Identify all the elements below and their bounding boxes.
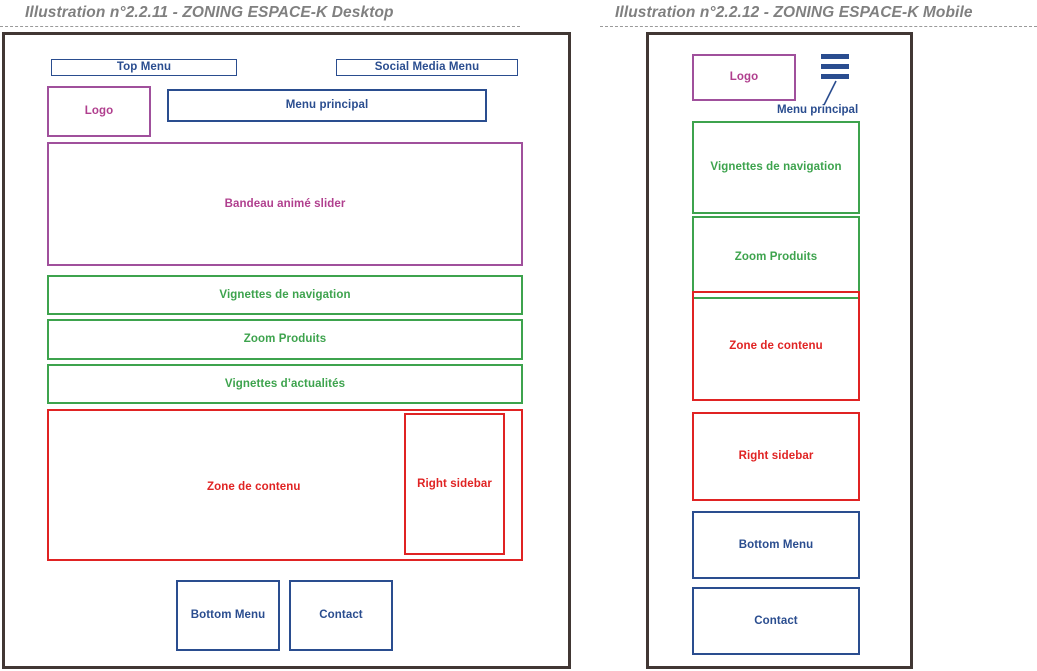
desktop-logo-box[interactable]: Logo [47, 86, 151, 137]
desktop-zone-contenu-box[interactable]: Zone de contenu [47, 409, 523, 561]
desktop-top-menu-box[interactable]: Top Menu [51, 59, 237, 76]
desktop-menu-principal-label: Menu principal [285, 99, 369, 112]
desktop-contact-label: Contact [319, 609, 363, 622]
desktop-social-media-menu-label: Social Media Menu [374, 61, 480, 74]
desktop-vignettes-navigation-box[interactable]: Vignettes de navigation [47, 275, 523, 315]
desktop-zoom-produits-box[interactable]: Zoom Produits [47, 319, 523, 360]
desktop-right-sidebar-box[interactable]: Right sidebar [404, 413, 505, 555]
mobile-zone-contenu-box[interactable]: Zone de contenu [692, 291, 860, 401]
mobile-zone-contenu-label: Zone de contenu [729, 339, 823, 352]
mobile-right-sidebar-label: Right sidebar [738, 450, 814, 463]
mobile-contact-label: Contact [754, 614, 798, 627]
mobile-wireframe-frame: Logo Menu principal Vignettes de navigat… [646, 32, 913, 669]
desktop-contact-box[interactable]: Contact [289, 580, 393, 651]
hamburger-bar-2 [821, 64, 849, 69]
mobile-bottom-menu-box[interactable]: Bottom Menu [692, 511, 860, 579]
mobile-bottom-menu-label: Bottom Menu [738, 538, 814, 551]
mobile-caption-rule [600, 26, 1037, 27]
mobile-zoom-produits-label: Zoom Produits [734, 251, 818, 264]
desktop-zoom-produits-label: Zoom Produits [243, 333, 327, 346]
desktop-menu-principal-box[interactable]: Menu principal [167, 89, 487, 122]
mobile-vignettes-navigation-label: Vignettes de navigation [710, 161, 842, 174]
hamburger-menu-icon[interactable] [821, 54, 849, 79]
mobile-menu-leader-line [823, 80, 837, 106]
desktop-logo-label: Logo [84, 105, 114, 118]
mobile-logo-box[interactable]: Logo [692, 54, 796, 101]
mobile-menu-principal-label: Menu principal [777, 104, 859, 116]
desktop-figure-caption: Illustration n°2.2.11 - ZONING ESPACE-K … [25, 4, 394, 21]
desktop-vignettes-actualites-box[interactable]: Vignettes d’actualités [47, 364, 523, 404]
desktop-vignettes-navigation-label: Vignettes de navigation [219, 288, 351, 301]
hamburger-bar-3 [821, 74, 849, 79]
desktop-zone-contenu-label: Zone de contenu [207, 481, 301, 493]
mobile-figure-caption: Illustration n°2.2.12 - ZONING ESPACE-K … [615, 4, 973, 21]
mobile-contact-box[interactable]: Contact [692, 587, 860, 655]
mobile-logo-label: Logo [729, 71, 759, 84]
mobile-right-sidebar-box[interactable]: Right sidebar [692, 412, 860, 501]
desktop-top-menu-label: Top Menu [116, 61, 172, 74]
desktop-slider-box[interactable]: Bandeau animé slider [47, 142, 523, 266]
mobile-vignettes-navigation-box[interactable]: Vignettes de navigation [692, 121, 860, 214]
mobile-zoom-produits-box[interactable]: Zoom Produits [692, 216, 860, 299]
desktop-right-sidebar-label: Right sidebar [417, 477, 492, 490]
desktop-slider-label: Bandeau animé slider [224, 197, 346, 210]
desktop-bottom-menu-label: Bottom Menu [190, 609, 266, 622]
desktop-caption-rule [0, 26, 520, 27]
desktop-vignettes-actualites-label: Vignettes d’actualités [224, 377, 346, 390]
desktop-wireframe-frame: Top Menu Social Media Menu Logo Menu pri… [2, 32, 571, 669]
desktop-bottom-menu-box[interactable]: Bottom Menu [176, 580, 280, 651]
desktop-social-media-menu-box[interactable]: Social Media Menu [336, 59, 518, 76]
hamburger-bar-1 [821, 54, 849, 59]
